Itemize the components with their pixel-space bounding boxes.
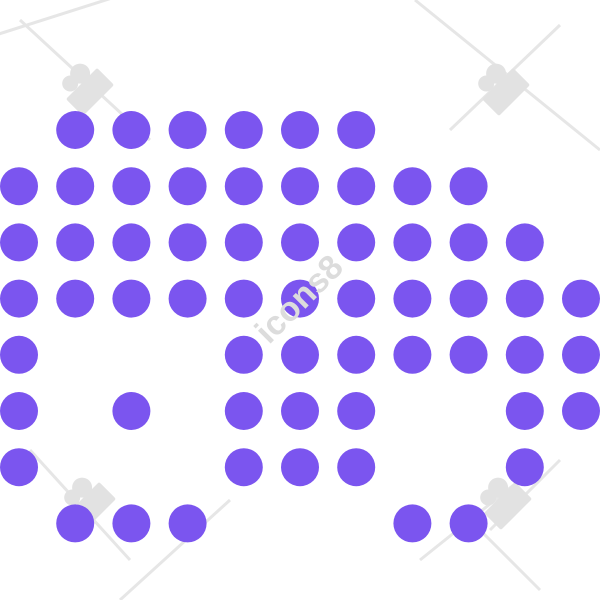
- dot: [449, 167, 488, 206]
- dot: [337, 448, 376, 487]
- dot: [224, 167, 263, 206]
- dot: [56, 111, 95, 149]
- dot: [0, 167, 38, 206]
- dot: [281, 392, 319, 430]
- dot: [562, 335, 600, 374]
- dot: [168, 504, 207, 543]
- dot: [337, 167, 376, 206]
- dot: [505, 223, 544, 262]
- dot: [0, 335, 38, 374]
- dot: [224, 335, 263, 374]
- dot-matrix: [0, 111, 600, 543]
- dot: [393, 504, 432, 543]
- dot: [112, 167, 151, 206]
- dot: [224, 448, 263, 487]
- dot: [0, 392, 38, 430]
- dot: [112, 223, 151, 262]
- dot: [56, 279, 95, 318]
- dot: [168, 223, 207, 262]
- dot: [168, 111, 207, 149]
- dot: [281, 167, 319, 206]
- dot: [56, 223, 95, 262]
- watermark-logo-top-right: [478, 63, 530, 116]
- watermark-logo-bottom-right: [480, 477, 532, 530]
- dot: [0, 448, 38, 487]
- watermark-text: icons8: [248, 248, 351, 351]
- dot: [505, 392, 544, 430]
- dot: [337, 111, 376, 149]
- dot: [168, 279, 207, 318]
- dot: [337, 335, 376, 374]
- dot: [393, 335, 432, 374]
- dot: [281, 335, 319, 374]
- dot: [281, 223, 319, 262]
- dot: [505, 335, 544, 374]
- dot: [337, 223, 376, 262]
- dot: [0, 223, 38, 262]
- dot: [337, 279, 376, 318]
- dot: [168, 167, 207, 206]
- dot: [224, 223, 263, 262]
- dot: [112, 279, 151, 318]
- dot: [224, 111, 263, 149]
- dot: [393, 167, 432, 206]
- dot: [393, 223, 432, 262]
- dot: [449, 223, 488, 262]
- dot: [505, 279, 544, 318]
- dot: [562, 392, 600, 430]
- dot: [112, 504, 151, 543]
- dot: [56, 167, 95, 206]
- dot: [56, 504, 95, 543]
- dot: [281, 279, 319, 318]
- dot: [281, 111, 319, 149]
- dot: [393, 279, 432, 318]
- dot: [0, 279, 38, 318]
- dot: [112, 392, 151, 430]
- dot: [562, 279, 600, 318]
- dot: [112, 111, 151, 149]
- dot: [505, 448, 544, 487]
- dot: [449, 279, 488, 318]
- dot: [337, 392, 376, 430]
- dot: [224, 279, 263, 318]
- dot: [281, 448, 319, 487]
- dot: [449, 335, 488, 374]
- dot: [449, 504, 488, 543]
- dot: [224, 392, 263, 430]
- watermark-logo-top-left: [62, 63, 114, 116]
